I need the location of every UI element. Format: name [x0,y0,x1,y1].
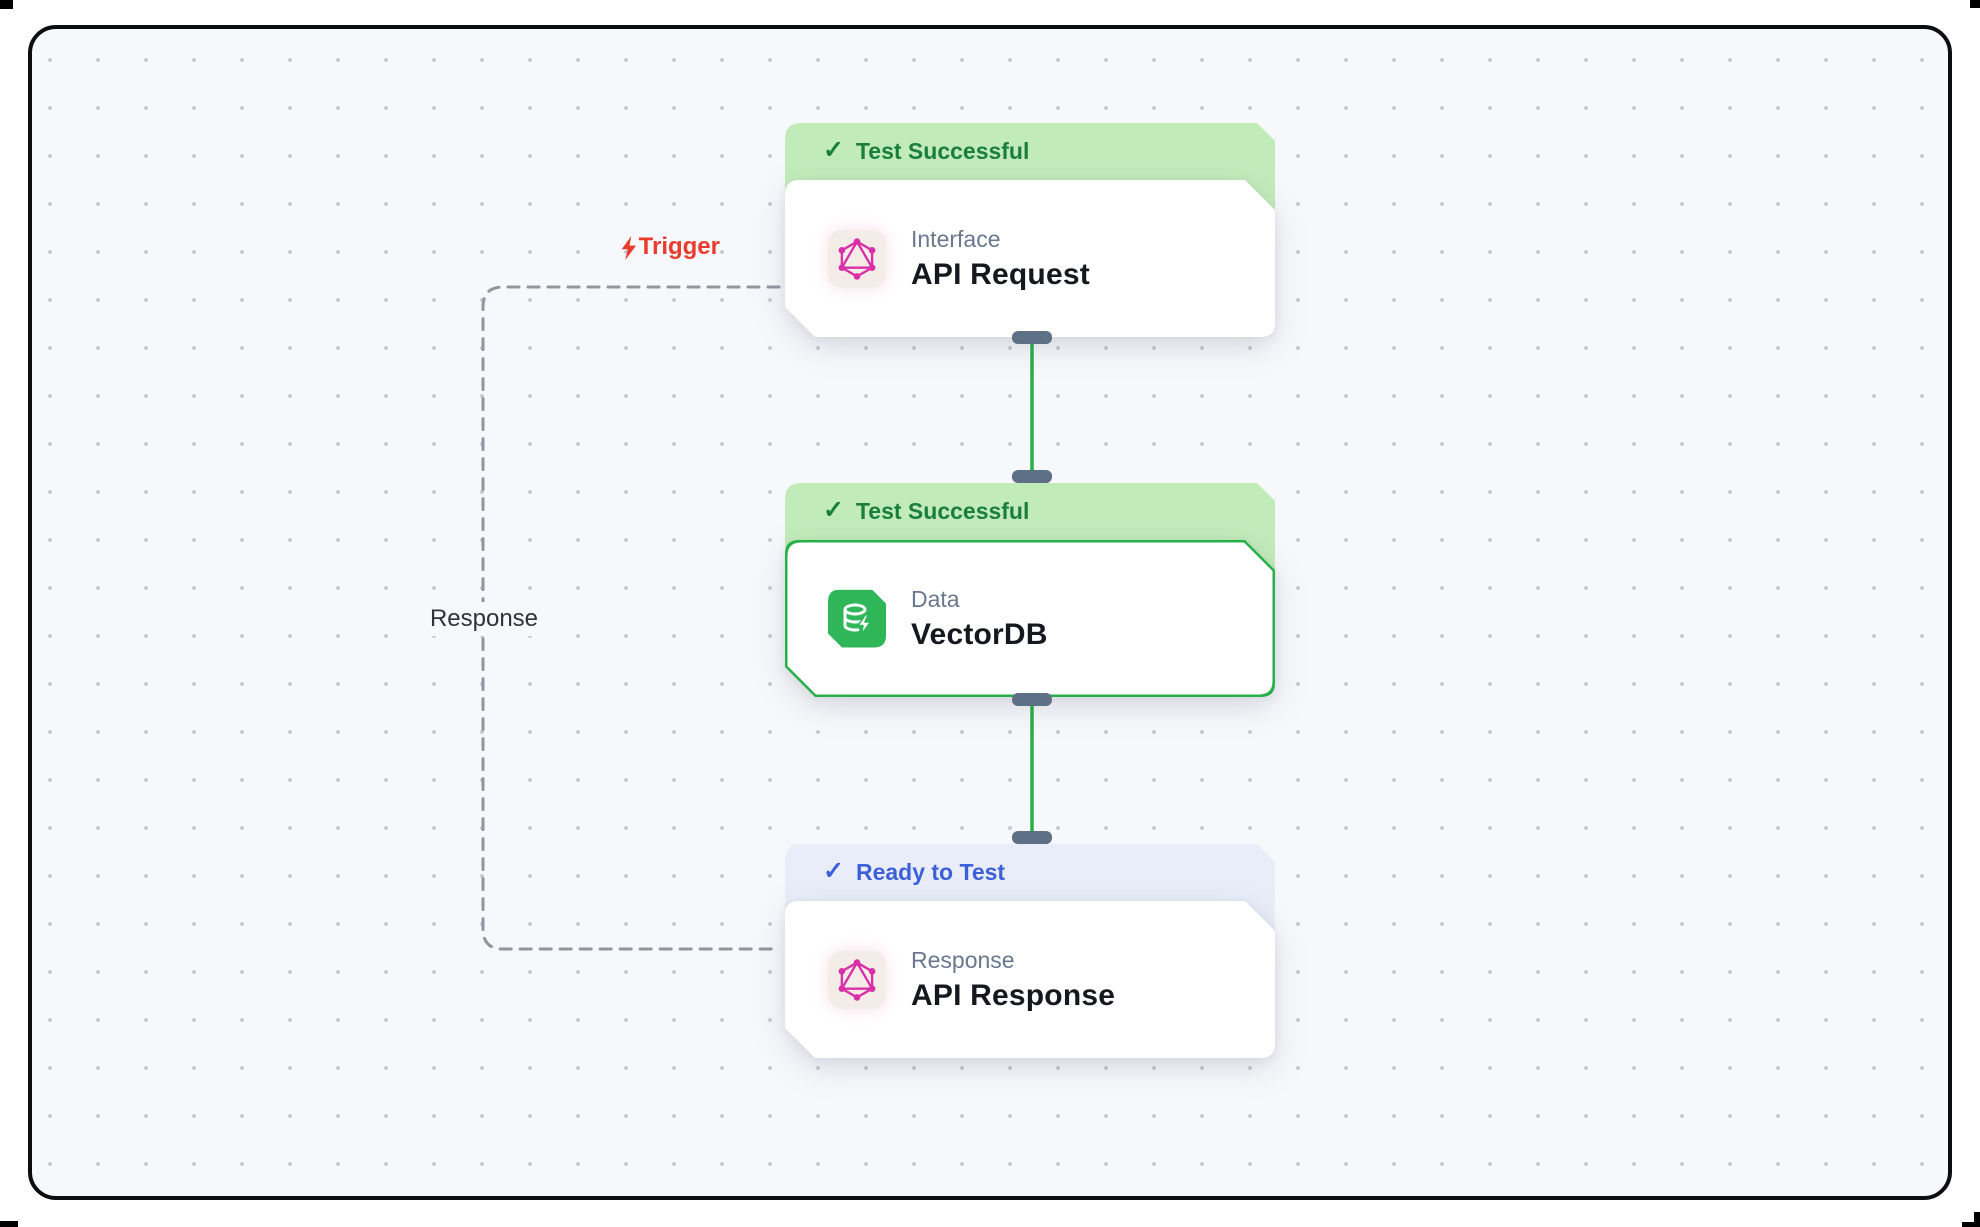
screen-artifact [1962,1222,1980,1227]
screen-artifact [1974,1212,1980,1227]
vector-database-icon [828,590,886,648]
graphql-icon [828,230,886,288]
node-body[interactable]: Interface API Request [785,180,1275,337]
check-icon: ✓ [823,496,844,524]
response-edge-label: Response [411,602,557,636]
flow-canvas[interactable]: ✓ Test Successful [28,25,1952,1200]
node-category: Response [911,946,1015,973]
status-label: Ready to Test [855,858,1006,885]
node-body[interactable]: Data VectorDB [785,540,1275,697]
screen-artifact [0,0,13,9]
node-category: Interface [911,225,1001,252]
screen-artifact [1970,0,1980,8]
node-body[interactable]: Response API Response [785,901,1275,1058]
lightning-bolt-icon [621,236,636,260]
connection-handle[interactable] [1012,470,1052,483]
trigger-edge-label: Trigger [572,232,720,262]
check-icon: ✓ [823,857,844,885]
node-title: API Response [911,978,1116,1012]
node-category: Data [911,585,960,612]
node-title: API Request [911,257,1090,291]
status-label: Test Successful [855,137,1030,164]
node-title: VectorDB [911,617,1048,651]
screen-artifact [0,1221,18,1227]
status-label: Test Successful [855,497,1030,524]
graphql-icon [828,951,886,1009]
connection-handle[interactable] [1012,831,1052,844]
check-icon: ✓ [823,136,844,164]
